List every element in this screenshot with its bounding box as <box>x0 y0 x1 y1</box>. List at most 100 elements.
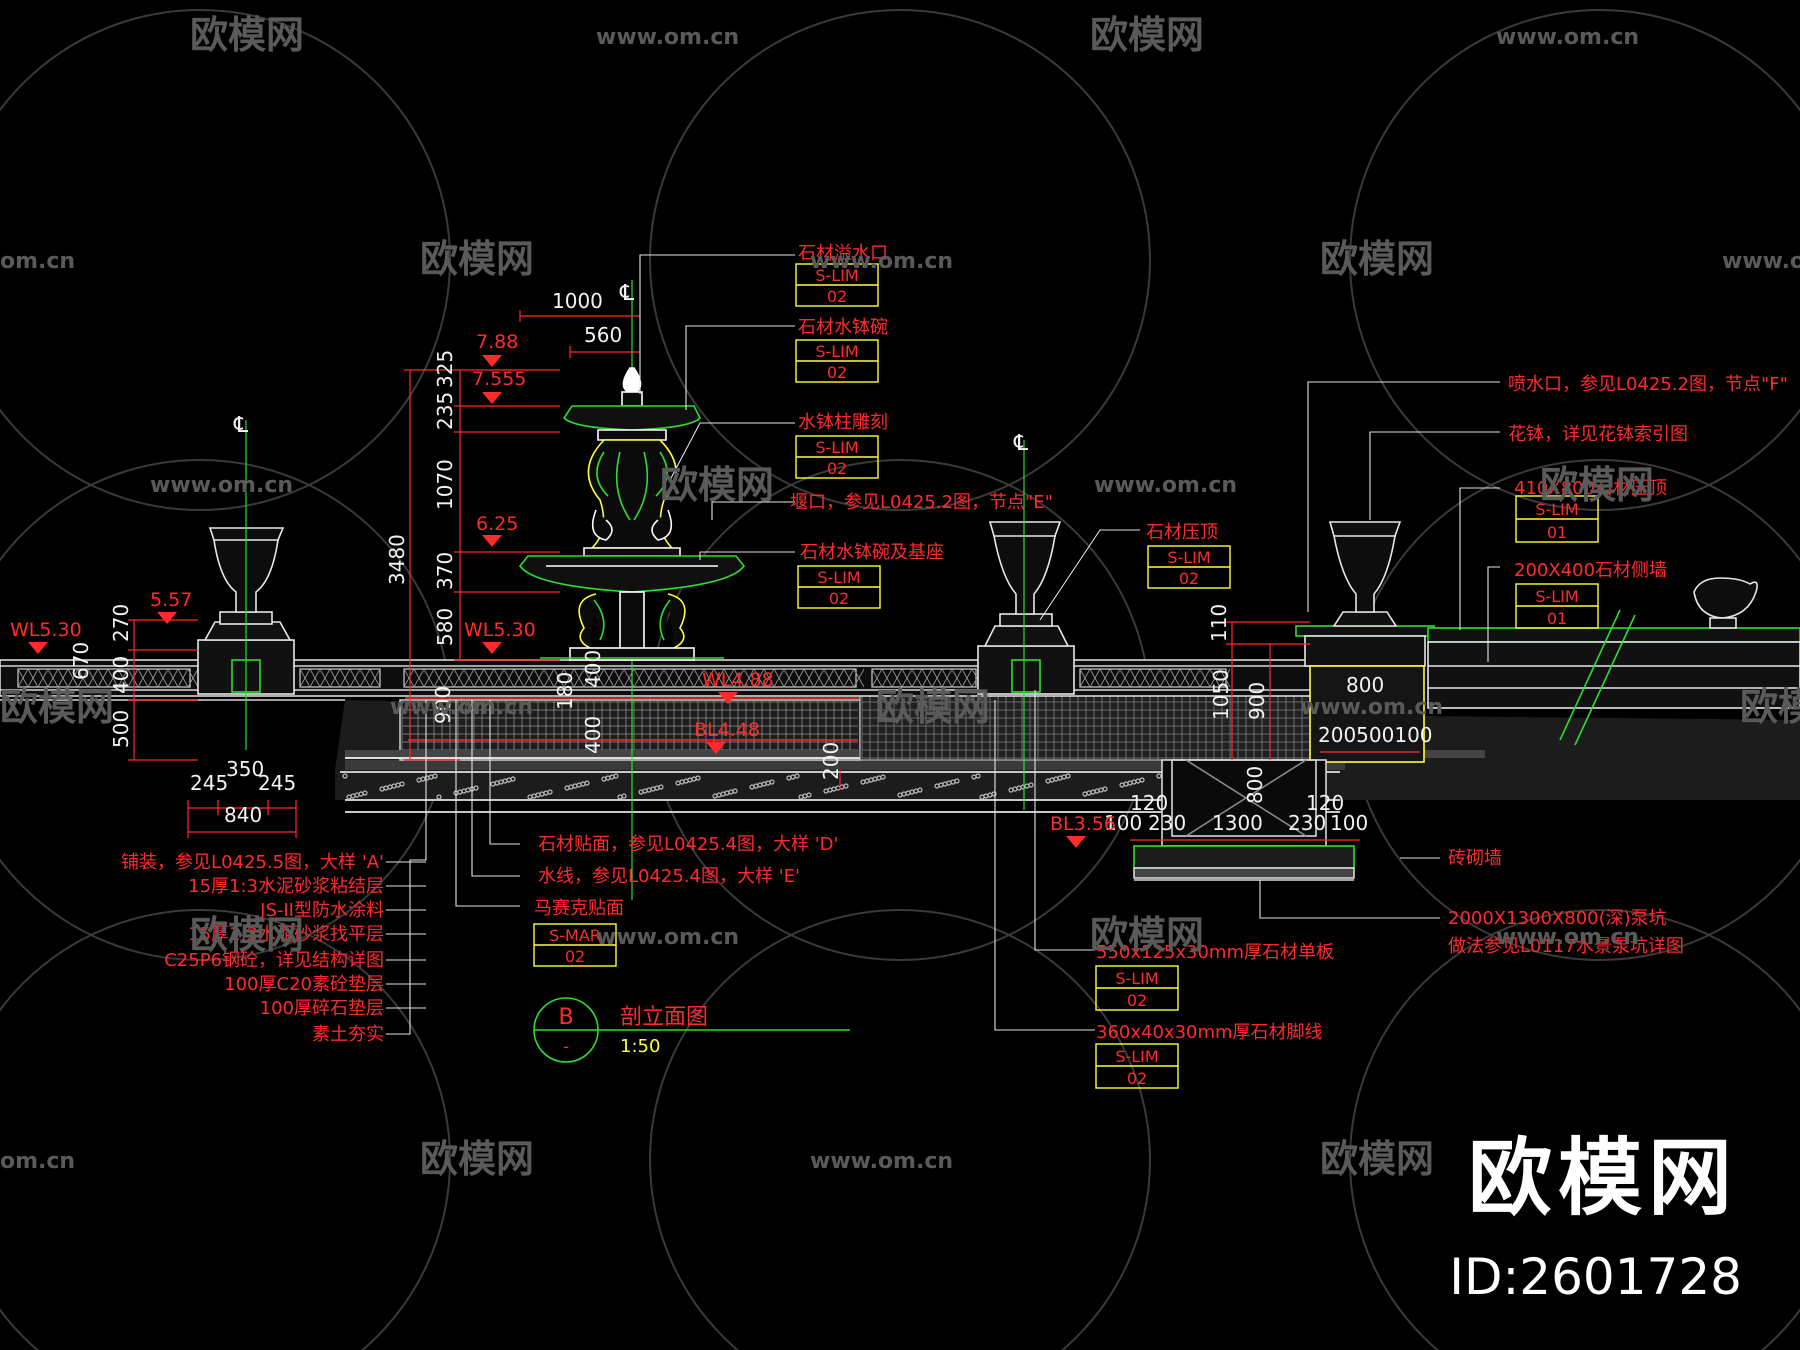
layer-concrete: C25P6钢砼，详见结构详图 <box>164 950 384 971</box>
tag-num-10: 02 <box>1127 1069 1147 1088</box>
tag-num-9: 02 <box>1127 991 1147 1010</box>
dim-400-pool: 400 <box>581 650 605 688</box>
tag-slim-1: S-LIM <box>815 266 858 285</box>
level-markers <box>28 355 1086 848</box>
wm-brand-13: 欧模网 <box>1320 1137 1434 1181</box>
wm-brand-10: 欧模网 <box>190 913 304 957</box>
callout-mosaic: 马赛克贴面 <box>534 898 624 919</box>
dim-800-top: 800 <box>1346 673 1384 697</box>
wm-url-8: www.om.cn <box>390 695 533 720</box>
callout-planter: 花钵，详见花钵索引图 <box>1508 424 1688 445</box>
tag-slim-2: S-LIM <box>815 342 858 361</box>
dim-350: 350 <box>226 757 264 781</box>
dim-325: 325 <box>433 350 457 388</box>
callout-pump-pit-ref: 做法参见L0117水景泵坑详图 <box>1448 936 1684 957</box>
wm-url-5: www.om.cn <box>1722 249 1800 274</box>
wm-url-13: www.om.cn <box>810 1149 953 1174</box>
dimension-text: 1000 560 3480 325 235 1070 370 580 270 4… <box>69 289 1433 835</box>
layer-waterproof: JS-II型防水涂料 <box>259 900 384 921</box>
tag-slim-6: S-LIM <box>1535 500 1578 519</box>
level-wl5-30-pool: WL5.30 <box>464 619 536 641</box>
tag-smar: S-MAR <box>549 926 601 945</box>
dim-230-right: 230 <box>1288 811 1326 835</box>
pump-pit <box>1133 759 1355 881</box>
dim-245-right: 245 <box>258 771 296 795</box>
callout-water-line: 水线，参见L0425.4图，大样 'E' <box>538 866 800 887</box>
dim-180: 180 <box>553 672 577 710</box>
watermark-text: 欧模网 www.om.cn 欧模网 www.om.cn om.cn 欧模网 ww… <box>0 13 1800 1181</box>
dim-560: 560 <box>584 323 622 347</box>
dim-200: 200 <box>819 742 843 780</box>
dim-900-left: 900 <box>431 686 455 724</box>
section-letter: B <box>558 1005 573 1030</box>
wm-brand-3: 欧模网 <box>420 237 534 281</box>
dim-900-right: 900 <box>1245 682 1269 720</box>
lattice-panels <box>17 668 1231 688</box>
mosaic-tile-hatch-right <box>861 692 1318 760</box>
tag-slim-8: S-LIM <box>1115 969 1158 988</box>
wm-url-10: www.om.cn <box>596 925 739 950</box>
dim-400: 400 <box>109 656 133 694</box>
dim-230-left: 230 <box>1148 811 1186 835</box>
wm-brand-8: 欧模网 <box>876 685 990 729</box>
dimension-lines <box>128 310 1420 841</box>
dim-270: 270 <box>109 604 133 642</box>
dim-120-left: 120 <box>1130 791 1168 815</box>
wm-brand-7: 欧模网 <box>0 685 114 729</box>
dim-840: 840 <box>224 803 262 827</box>
dim-200500100: 200500100 <box>1318 723 1433 747</box>
dim-3480: 3480 <box>385 534 409 585</box>
right-pier-with-urn <box>1295 521 1800 763</box>
tag-slim-4: S-LIM <box>817 568 860 587</box>
tag-slim-9: S-LIM <box>1115 1047 1158 1066</box>
tag-num-5: 02 <box>1179 569 1199 588</box>
wm-brand-1: 欧模网 <box>190 13 304 57</box>
layer-mortar: 15厚1:3水泥砂浆粘结层 <box>188 876 384 897</box>
callout-jet: 喷水口，参见L0425.2图，节点"F" <box>1508 374 1788 395</box>
wm-brand-9: 欧模网 <box>1740 685 1800 729</box>
layer-screed: 15厚1:3水泥砂浆找平层 <box>188 924 384 945</box>
level-bl3-56: BL3.56 <box>1050 813 1116 835</box>
dim-110: 110 <box>1207 604 1231 642</box>
dim-580: 580 <box>433 608 457 646</box>
dim-235: 235 <box>433 392 457 430</box>
wm-brand-12: 欧模网 <box>420 1137 534 1181</box>
wm-brand-11: 欧模网 <box>1090 913 1204 957</box>
tag-slim-3: S-LIM <box>815 438 858 457</box>
wm-brand-6: 欧模网 <box>1540 463 1654 507</box>
tag-slim-7: S-LIM <box>1535 587 1578 606</box>
callout-brick-wall: 砖砌墙 <box>1448 848 1502 869</box>
asset-id-label: ID:2601728 <box>1449 1248 1742 1306</box>
wm-url-2: www.om.cn <box>1496 25 1639 50</box>
callout-weir: 堰口，参见L0425.2图，节点"E" <box>790 492 1053 513</box>
wm-url-1: www.om.cn <box>596 25 739 50</box>
brand-logo-text: 欧模网 <box>1467 1129 1738 1227</box>
callout-stone-slab: 550x125x30mm厚石材单板 <box>1096 942 1334 963</box>
wm-url-7: www.om.cn <box>1094 473 1237 498</box>
section-title-text: B - 剖立面图 1:50 <box>558 1005 708 1057</box>
tag-num-1: 02 <box>827 287 847 306</box>
tag-slim-5: S-LIM <box>1167 548 1210 567</box>
callout-overflow: 石材溢水口 <box>798 243 888 264</box>
dim-100-right: 100 <box>1330 811 1368 835</box>
wm-url-12: om.cn <box>0 1149 75 1174</box>
wm-brand-2: 欧模网 <box>1090 13 1204 57</box>
callout-text: 石材溢水口 石材水钵碗 水钵柱雕刻 堰口，参见L0425.2图，节点"E" 石材… <box>534 243 1788 1043</box>
tag-num-7: 01 <box>1547 609 1567 628</box>
wm-brand-5: 欧模网 <box>660 463 774 507</box>
tag-num-2: 02 <box>827 363 847 382</box>
callout-coping-410: 410X800石材压顶 <box>1514 478 1667 499</box>
dim-1000: 1000 <box>552 289 603 313</box>
layer-lean-concrete: 100厚C20素砼垫层 <box>224 974 384 995</box>
layer-paving: 铺装，参见L0425.5图，大样 'A' <box>121 852 384 873</box>
callout-coping: 石材压顶 <box>1146 522 1218 543</box>
centerline-marks: ℄ ℄ ℄ <box>233 281 1029 456</box>
dim-370: 370 <box>433 552 457 590</box>
level-6-25: 6.25 <box>476 513 518 535</box>
level-5-57: 5.57 <box>150 589 192 611</box>
leader-lines <box>386 254 1500 1035</box>
callout-side-wall: 200X400石材侧墙 <box>1514 560 1667 581</box>
dim-670: 670 <box>69 642 93 680</box>
layer-gravel: 100厚碎石垫层 <box>260 998 384 1019</box>
